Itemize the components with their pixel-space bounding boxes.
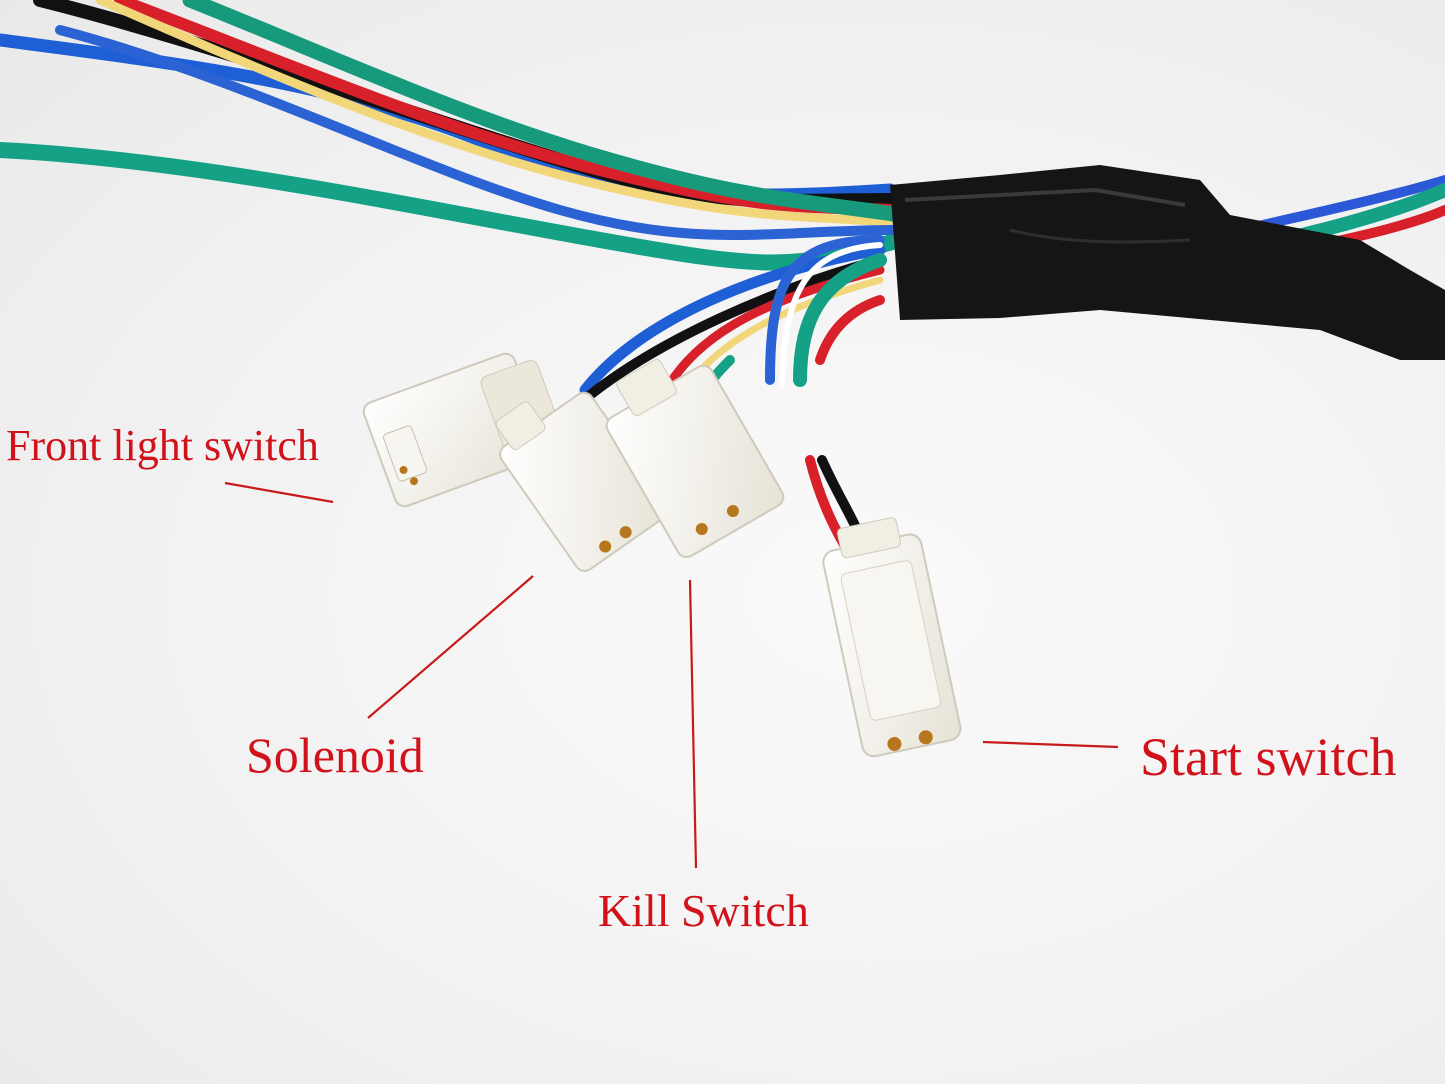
connector-start-switch: [822, 517, 962, 758]
leader-solenoid: [367, 575, 534, 719]
label-kill-switch: Kill Switch: [598, 885, 809, 936]
label-solenoid: Solenoid: [246, 727, 424, 783]
leader-lines: [224, 481, 1119, 869]
connector-kill-switch: [605, 359, 785, 558]
leader-kill-switch: [688, 579, 698, 869]
leader-front-light: [224, 481, 334, 504]
leader-start-switch: [982, 740, 1119, 749]
label-front-light-switch: Front light switch: [6, 421, 319, 470]
tape-sleeve: [890, 165, 1445, 360]
label-start-switch: Start switch: [1140, 727, 1397, 787]
